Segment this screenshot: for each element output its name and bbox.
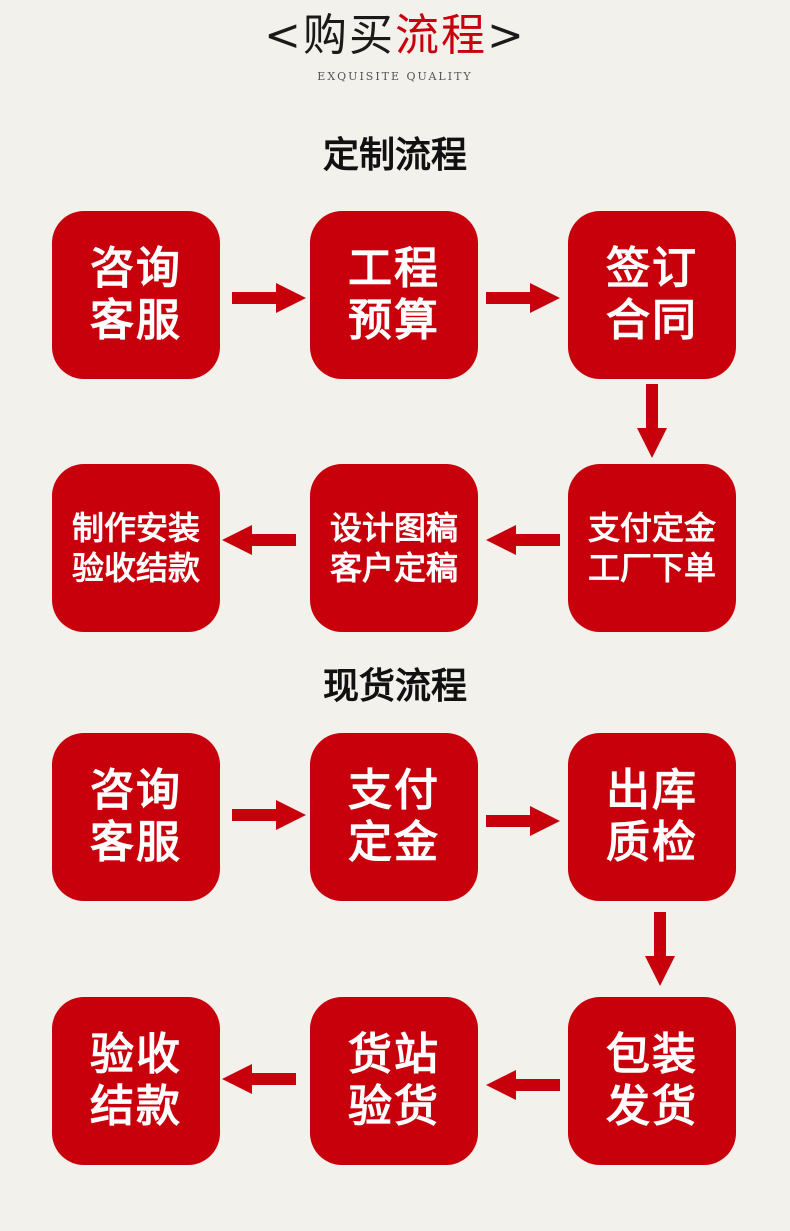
arrow-left-icon [222,525,296,555]
step-line-2: 定金 [348,817,440,868]
step-line-2: 工厂下单 [587,549,716,587]
step-line-1: 支付 [348,765,440,816]
step-line-2: 客户定稿 [329,549,458,587]
header: <购买流程> EXQUISITE QUALITY [0,8,790,83]
arrow-right-icon [486,283,560,313]
step-line-1: 支付定金 [587,509,716,547]
arrow-right-icon [486,806,560,836]
stock-step-5: 货站 验货 [310,997,478,1165]
step-line-2: 合同 [606,295,698,346]
arrow-left-icon [486,525,560,555]
custom-step-4: 支付定金 工厂下单 [568,464,736,632]
arrow-right-icon [232,800,306,830]
custom-step-6: 制作安装 验收结款 [52,464,220,632]
arrow-right-icon [232,283,306,313]
custom-section-title: 定制流程 [322,134,467,176]
custom-step-2: 工程 预算 [310,211,478,379]
step-line-1: 验收 [90,1029,182,1080]
custom-step-1: 咨询 客服 [52,211,220,379]
step-line-1: 设计图稿 [329,509,458,547]
page-subtitle: EXQUISITE QUALITY [317,70,473,83]
stock-step-1: 咨询 客服 [52,733,220,901]
custom-step-5: 设计图稿 客户定稿 [310,464,478,632]
stock-step-2: 支付 定金 [310,733,478,901]
arrow-down-icon [645,912,675,986]
step-line-1: 货站 [348,1029,440,1080]
stock-step-4: 包装 发货 [568,997,736,1165]
step-line-1: 签订 [606,243,698,294]
step-line-1: 工程 [348,243,440,294]
stock-step-6: 验收 结款 [52,997,220,1165]
title-close-bracket: > [487,10,526,61]
step-line-1: 出库 [606,765,698,816]
stock-step-3: 出库 质检 [568,733,736,901]
step-line-2: 预算 [348,295,440,346]
step-line-2: 客服 [90,295,182,346]
custom-step-3: 签订 合同 [568,211,736,379]
step-line-1: 包装 [606,1029,698,1080]
arrow-left-icon [486,1070,560,1100]
title-black-part: 购买 [303,10,395,61]
arrow-left-icon [222,1064,296,1094]
step-line-2: 发货 [606,1081,698,1132]
step-line-2: 验收结款 [71,549,200,587]
step-line-2: 质检 [606,817,698,868]
title-open-bracket: < [264,10,303,61]
step-line-2: 客服 [90,817,182,868]
stock-section-title: 现货流程 [322,665,467,707]
step-line-1: 制作安装 [71,509,200,547]
step-line-2: 验货 [348,1081,440,1132]
page-title: <购买流程> [0,8,790,64]
step-line-1: 咨询 [90,243,182,294]
title-red-part: 流程 [395,10,487,61]
step-line-1: 咨询 [90,765,182,816]
arrow-down-icon [637,384,667,458]
step-line-2: 结款 [90,1081,182,1132]
